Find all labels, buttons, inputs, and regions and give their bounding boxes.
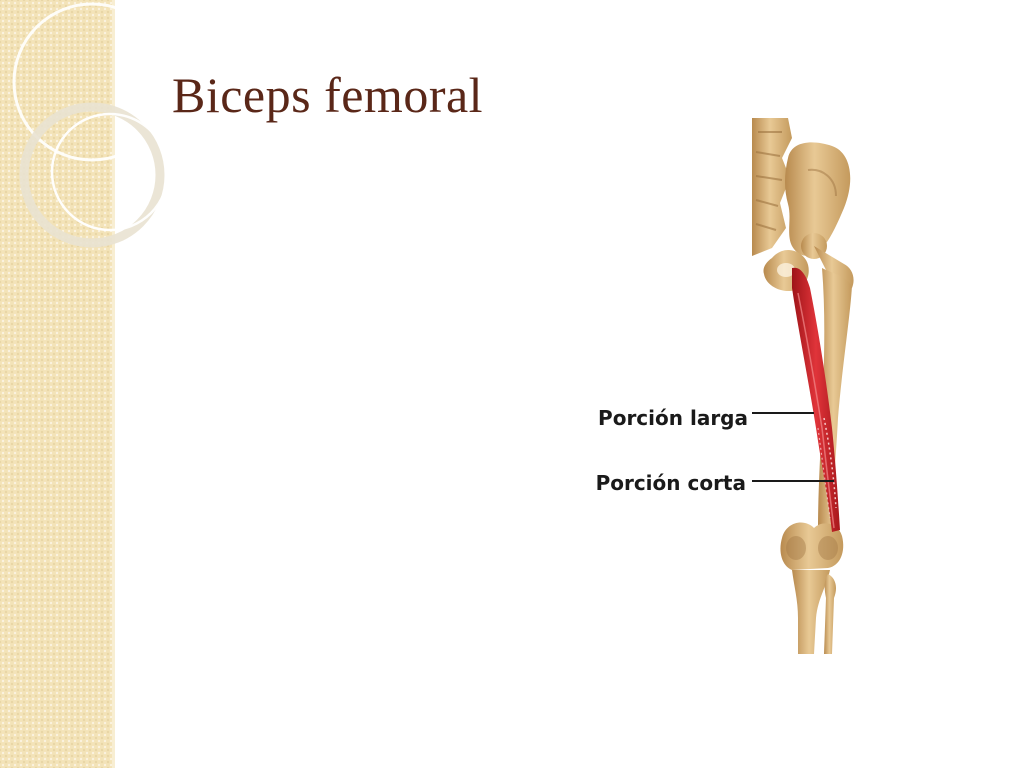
fibula-bone — [824, 574, 836, 654]
thigh-anatomy-illustration — [752, 118, 854, 654]
tibia-bone — [792, 570, 830, 654]
side-band-edge — [112, 0, 115, 768]
decorative-side-band — [0, 0, 112, 768]
biceps-femoris-long-head — [792, 267, 840, 532]
label-short-head: Porción corta — [595, 471, 746, 495]
label-long-head: Porción larga — [598, 406, 748, 430]
hip-bone — [785, 142, 851, 256]
knee-joint — [780, 522, 844, 570]
biceps-femoris-short-head — [817, 417, 837, 519]
slide-title: Biceps femoral — [172, 67, 484, 123]
sacrum-bone — [752, 118, 792, 256]
